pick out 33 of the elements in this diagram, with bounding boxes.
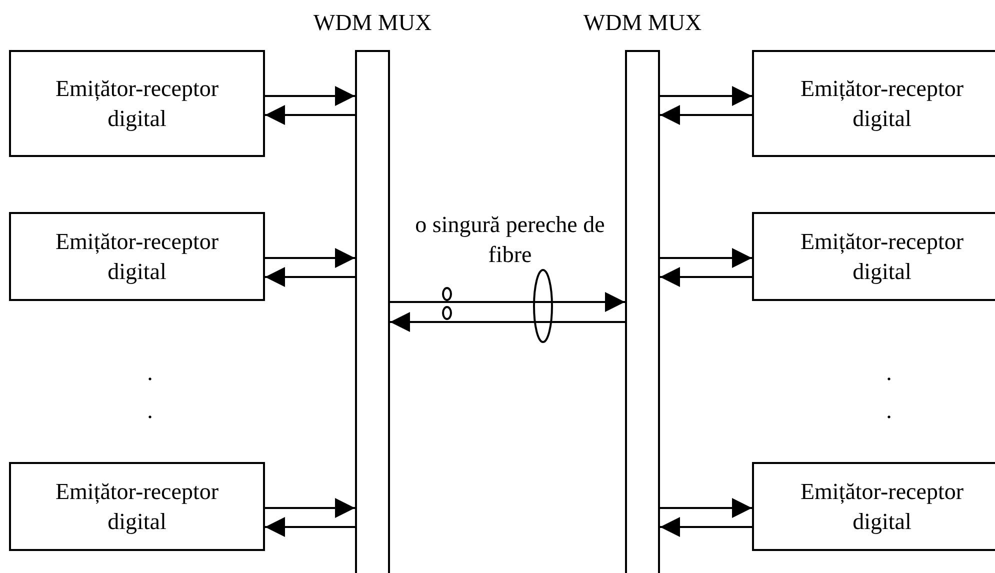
transceiver-box <box>9 462 265 551</box>
transceiver-box <box>752 462 995 551</box>
arrow <box>265 248 355 268</box>
arrow <box>660 105 752 125</box>
arrow <box>265 105 355 125</box>
arrow <box>390 292 625 312</box>
arrow <box>265 498 355 518</box>
arrow <box>660 248 752 268</box>
ellipsis-dot: . <box>146 359 154 387</box>
transceiver-label: Emițător-receptor digital <box>54 74 220 133</box>
transceiver-label: Emițător-receptor digital <box>54 478 220 536</box>
transceiver-box <box>752 50 995 157</box>
arrow <box>265 267 355 287</box>
transceiver-label: Emițător-receptor digital <box>799 74 964 133</box>
arrow <box>660 517 752 537</box>
multiplexer-label: WDM MUX <box>583 10 702 36</box>
ellipsis-dot: . <box>885 397 893 425</box>
fiber-pair-label: o singură pereche de fibre <box>415 211 605 269</box>
arrow <box>660 86 752 106</box>
arrow <box>660 267 752 287</box>
multiplexer-label: WDM MUX <box>313 10 432 36</box>
transceiver-box <box>752 212 995 301</box>
arrow <box>265 517 355 537</box>
transceiver-box <box>9 50 265 157</box>
transceiver-box <box>9 212 265 301</box>
arrow <box>265 86 355 106</box>
arrow <box>660 498 752 518</box>
arrow <box>390 312 625 332</box>
transceiver-label: Emițător-receptor digital <box>799 228 964 286</box>
ellipsis-dot: . <box>146 397 154 425</box>
ellipsis-dot: . <box>885 359 893 387</box>
transceiver-label: Emițător-receptor digital <box>54 228 220 286</box>
transceiver-label: Emițător-receptor digital <box>799 478 964 536</box>
